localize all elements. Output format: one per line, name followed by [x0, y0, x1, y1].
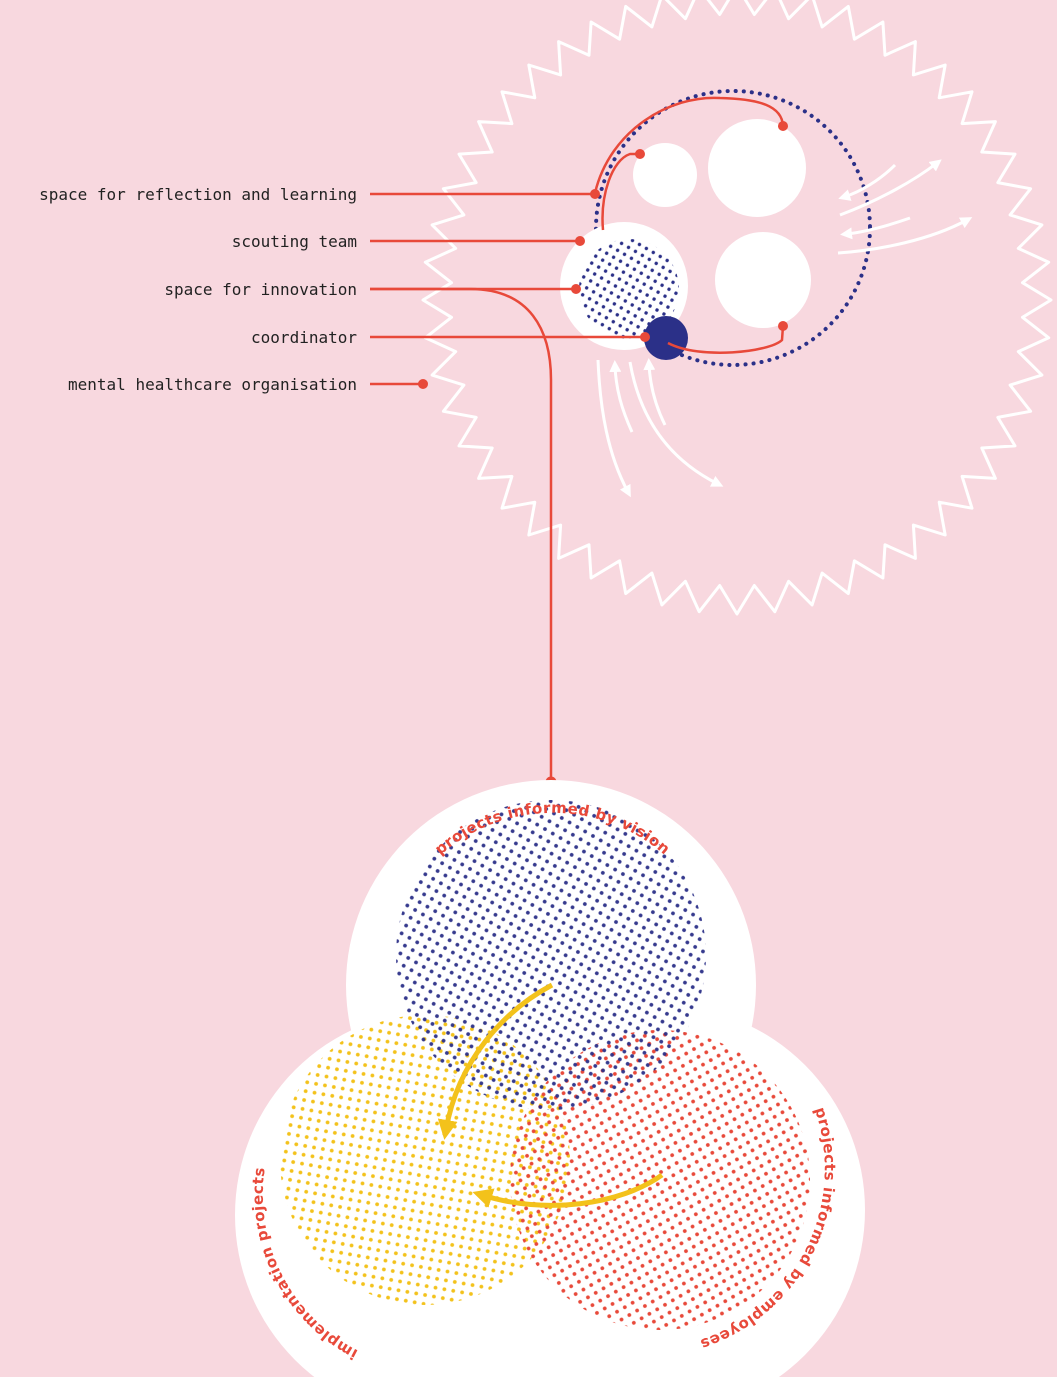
flow-arrow-icon [846, 218, 910, 234]
legend-label-coordinator: coordinator [251, 328, 357, 347]
flow-arrow-icon [615, 366, 632, 432]
project-circle-large [708, 119, 806, 217]
red-dot [778, 321, 788, 331]
project-circle-right [715, 232, 811, 328]
legend-label-scouting-team: scouting team [232, 232, 357, 251]
legend-label-reflection: space for reflection and learning [39, 185, 357, 204]
legend-label-space-for-innovation: space for innovation [164, 280, 357, 299]
flow-arrow-icon [838, 220, 967, 253]
coordinator-node [644, 316, 688, 360]
flow-arrow-icon [844, 165, 895, 197]
red-dot [635, 149, 645, 159]
red-dot [778, 121, 788, 131]
legend-label-organisation: mental healthcare organisation [68, 375, 357, 394]
flow-arrow-icon [630, 362, 718, 484]
flow-arrow-icon [649, 364, 665, 425]
flow-arrow-icon [598, 360, 628, 492]
reflection-line-left [603, 154, 640, 230]
